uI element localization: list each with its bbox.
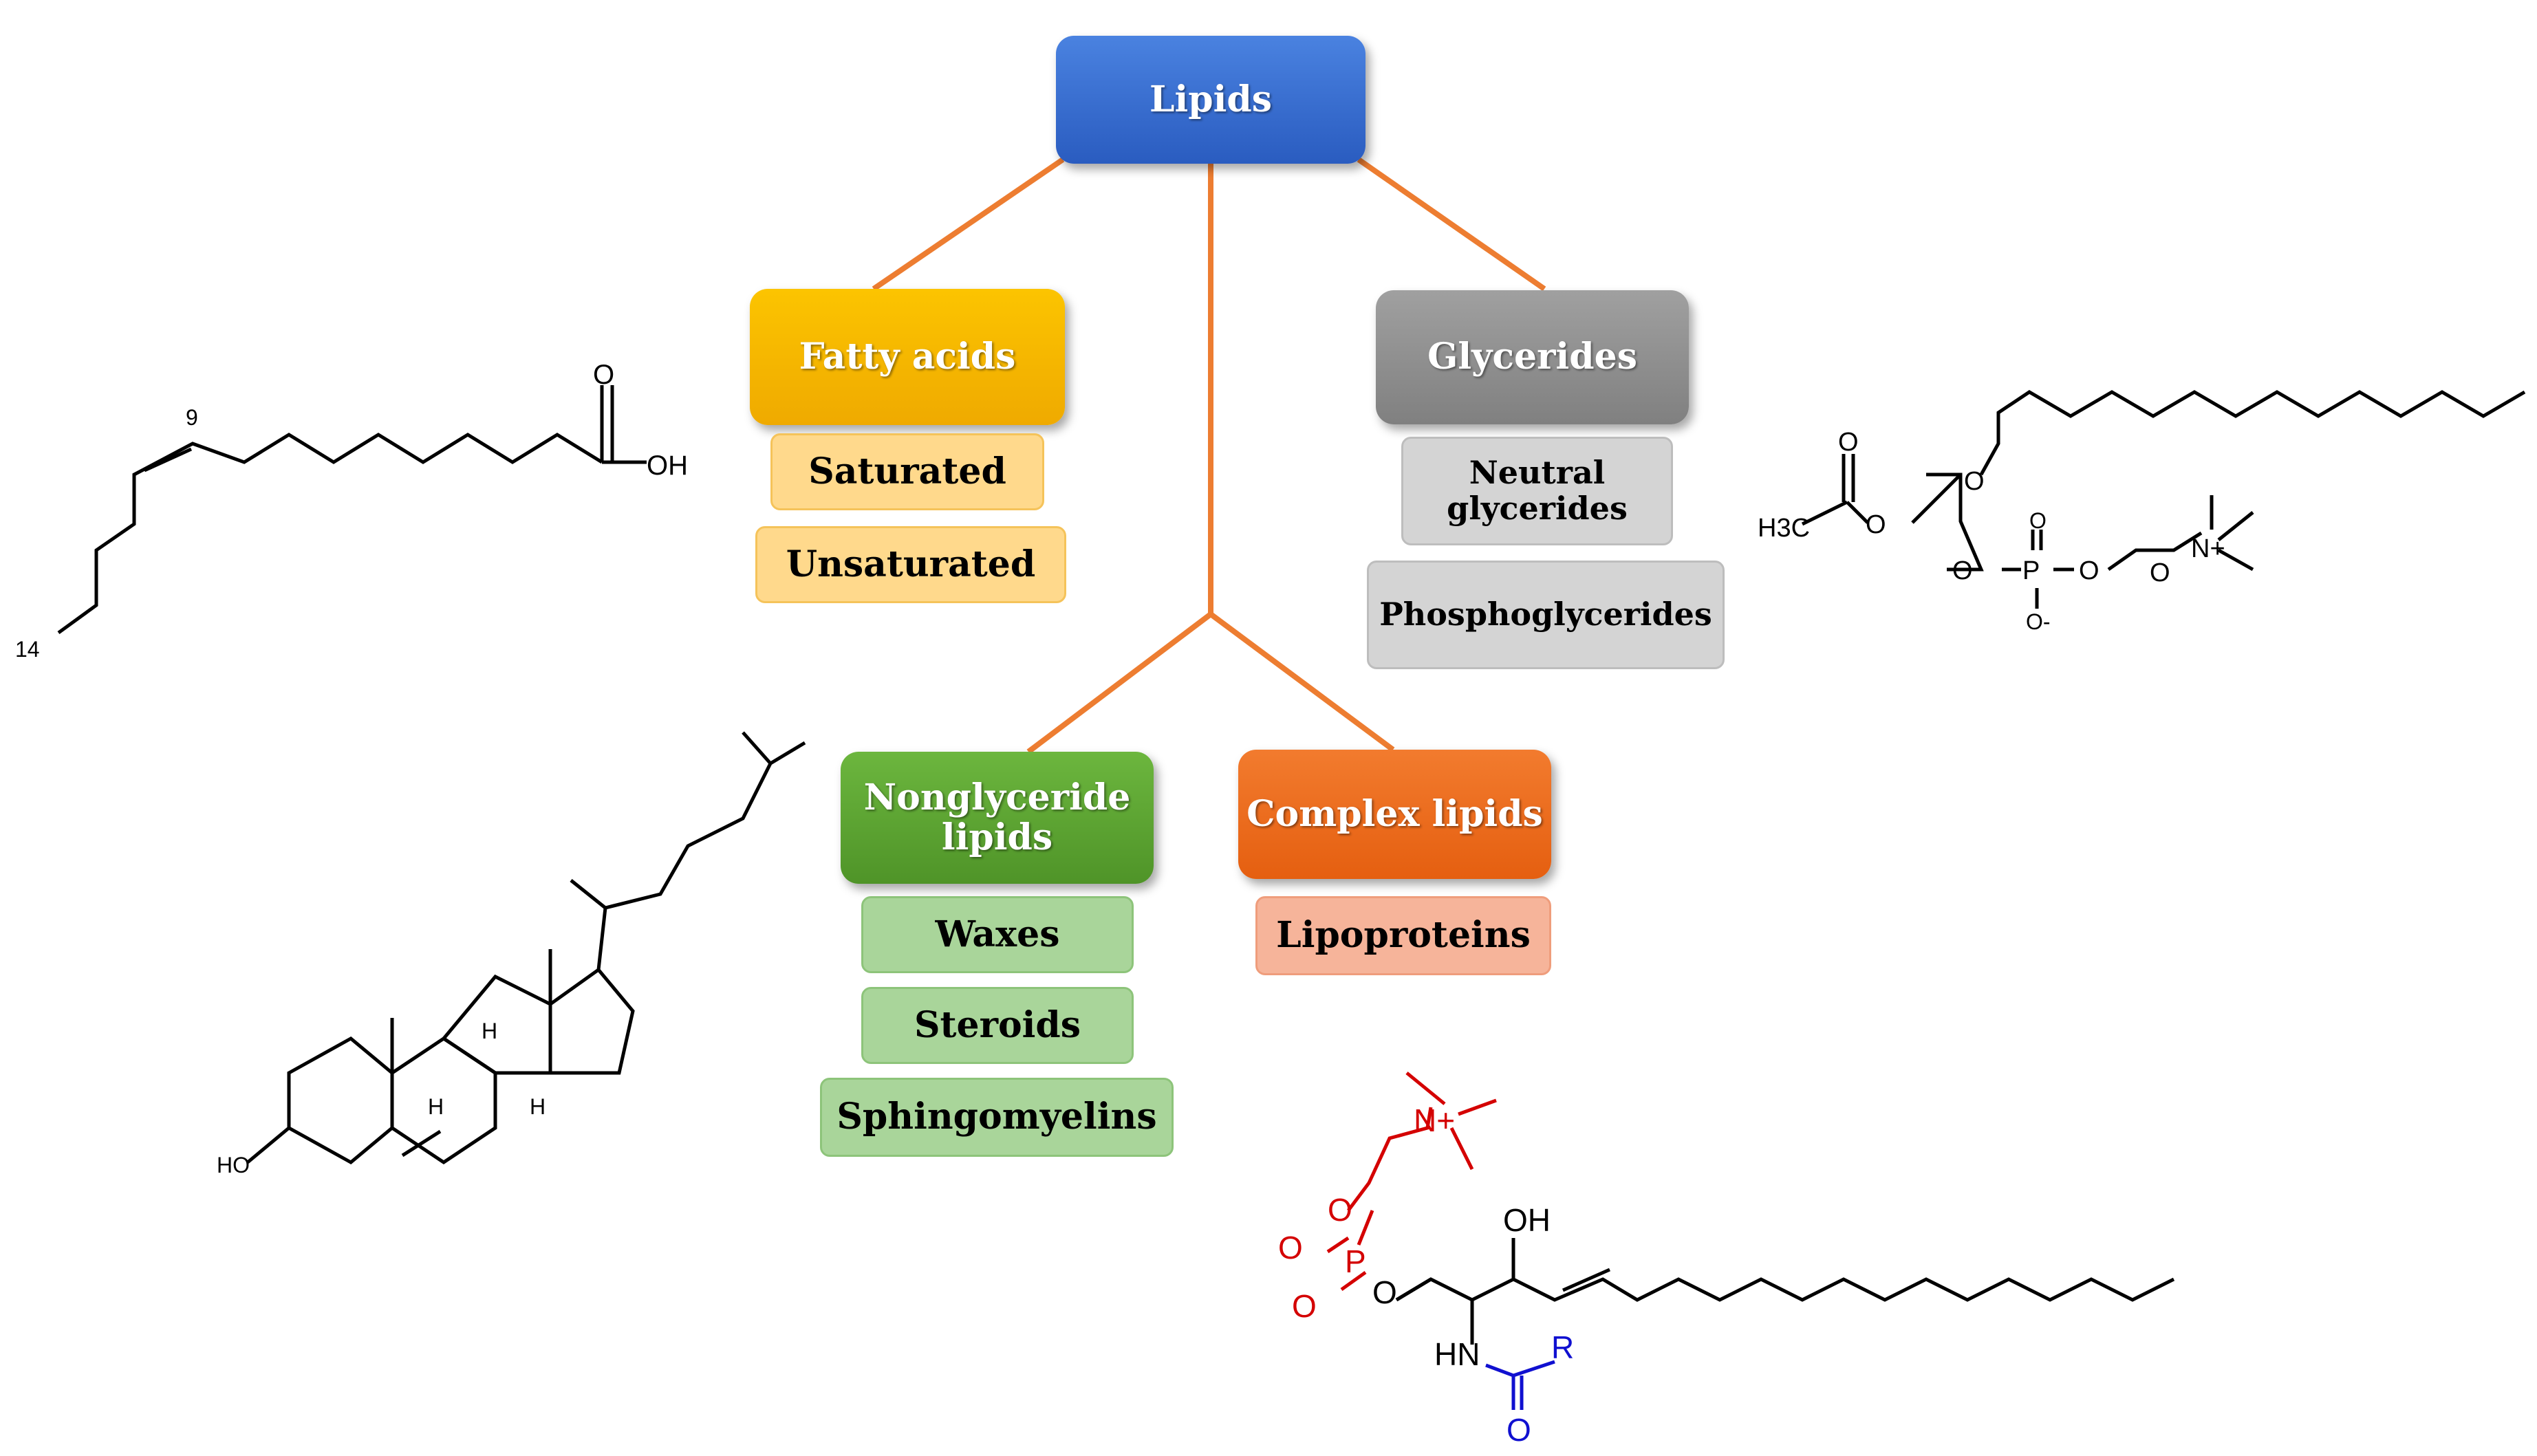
pg-carbonyl-o: O [1838, 428, 1859, 457]
phosphoglyceride-structure [1801, 390, 2526, 609]
sm-phosphorus: P [1345, 1243, 1366, 1279]
pg-phosphate-o2: O [2079, 556, 2099, 585]
item-sphingomyelins: Sphingomyelins [820, 1078, 1174, 1157]
fa-locant-14: 14 [15, 637, 40, 662]
sm-po-1: O [1278, 1230, 1303, 1265]
sphingomyelin-labels: OH HN R O P O O O O N+ [1278, 1102, 1574, 1448]
pg-oxide: O- [2026, 609, 2051, 634]
item-steroids: Steroids [861, 987, 1134, 1064]
connector-lipids-glycerides [1357, 157, 1546, 292]
item-neutral-glycerides: Neutral glycerides [1401, 437, 1673, 545]
sm-po-2: O [1292, 1288, 1317, 1324]
sm-amide-o: O [1507, 1412, 1531, 1448]
node-nonglyceride-lipids: Nonglyceride lipids [841, 752, 1154, 884]
cholesterol-labels: HO H H H [217, 1019, 546, 1177]
pg-ether-o: O [1964, 467, 1985, 496]
sm-po-3: O [1372, 1274, 1397, 1310]
chol-h3: H [530, 1094, 546, 1119]
chol-h2: H [482, 1019, 497, 1043]
item-unsaturated: Unsaturated [755, 526, 1066, 603]
item-saturated: Saturated [770, 433, 1044, 510]
node-complex-lipids: Complex lipids [1238, 750, 1551, 879]
pg-phosphate-o3: O [2029, 508, 2047, 533]
connector-lipids-fatty-acids [872, 157, 1065, 292]
sm-ammonium: N+ [1414, 1102, 1455, 1138]
sphingomyelin-headgroup [1326, 1072, 1497, 1292]
sm-r-group: R [1551, 1329, 1574, 1365]
sm-amide: HN [1434, 1336, 1480, 1372]
node-glycerides-label: Glycerides [1427, 336, 1637, 378]
connector-trunk-nonglyceride [1026, 611, 1213, 754]
chol-h1: H [428, 1094, 444, 1119]
pg-methyl: H3C [1758, 514, 1810, 543]
node-fatty-acids: Fatty acids [750, 289, 1065, 425]
pg-ammonium: N+ [2191, 534, 2225, 563]
item-lipoproteins: Lipoproteins [1255, 896, 1551, 975]
pg-choline-o: O [2150, 558, 2170, 587]
pg-ester-o: O [1866, 510, 1886, 539]
item-phosphoglycerides: Phosphoglycerides [1367, 561, 1725, 669]
node-glycerides: Glycerides [1376, 290, 1689, 424]
pg-phosphate-o1: O [1952, 556, 1973, 585]
fa-carbonyl-o: O [593, 360, 614, 390]
node-nonglyceride-lipids-label: Nonglyceride lipids [863, 776, 1131, 858]
node-fatty-acids-label: Fatty acids [799, 335, 1016, 378]
pg-phosphorus: P [2022, 556, 2040, 585]
node-lipids: Lipids [1056, 36, 1365, 164]
sm-po-4: O [1328, 1192, 1352, 1228]
fatty-acid-structure [57, 385, 647, 635]
fa-hydroxyl: OH [647, 450, 688, 481]
phosphoglyceride-labels: H3C O O O O P O O O- O N+ [1758, 428, 2225, 634]
node-complex-lipids-label: Complex lipids [1246, 792, 1543, 835]
chol-hydroxyl: HO [217, 1153, 250, 1177]
connectors [872, 157, 1546, 754]
cholesterol-structure [246, 731, 806, 1165]
fatty-acid-labels: O OH 9 14 [15, 360, 688, 662]
node-lipids-label: Lipids [1149, 78, 1273, 120]
fa-locant-9: 9 [186, 405, 198, 430]
sphingomyelin-acyl [1485, 1360, 1555, 1410]
sphingomyelin-backbone [1395, 1238, 2175, 1345]
sm-hydroxyl: OH [1503, 1202, 1551, 1238]
connector-trunk-complex [1209, 611, 1395, 752]
item-waxes: Waxes [861, 896, 1134, 973]
